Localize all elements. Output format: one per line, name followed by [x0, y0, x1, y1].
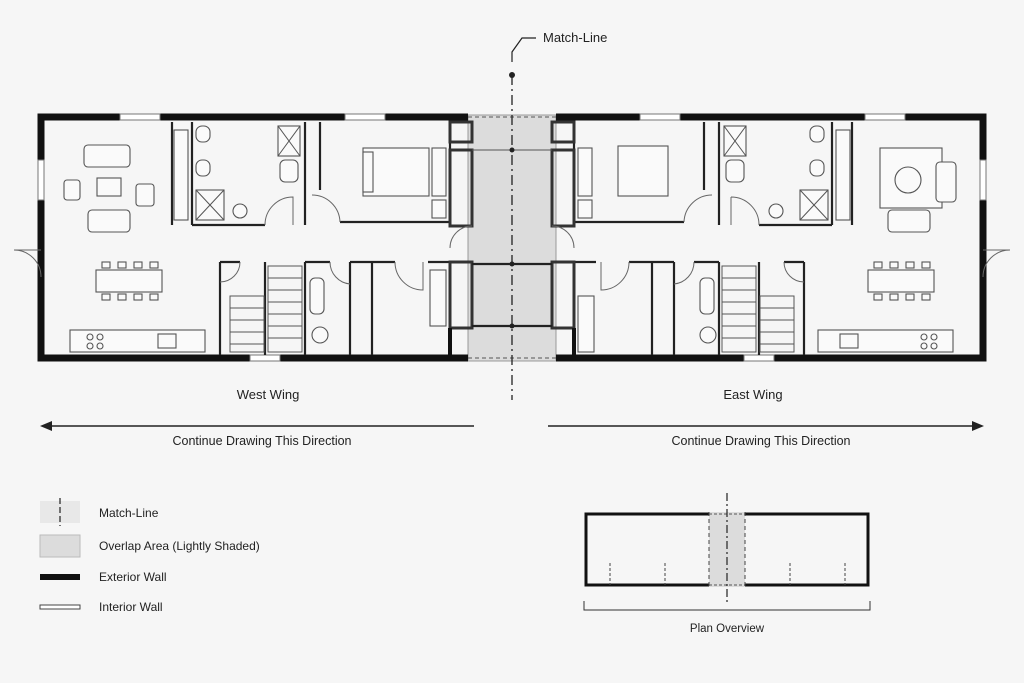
- plan-overview: [583, 493, 871, 611]
- west-direction-arrow: [40, 421, 474, 431]
- east-interior-doors: [600, 194, 805, 291]
- west-wing-label: West Wing: [237, 387, 300, 402]
- legend-item-overlap: Overlap Area (Lightly Shaded): [39, 534, 260, 558]
- legend-item-interior: Interior Wall: [39, 600, 163, 614]
- legend-label-overlap: Overlap Area (Lightly Shaded): [99, 539, 260, 553]
- east-wing-label: East Wing: [723, 387, 782, 402]
- legend-label-match-line: Match-Line: [99, 506, 159, 520]
- west-interior-doors: [219, 194, 424, 291]
- legend-label-interior: Interior Wall: [99, 600, 163, 614]
- plan-overview-label: Plan Overview: [690, 623, 765, 635]
- east-furniture: [577, 125, 957, 353]
- legend-item-exterior: Exterior Wall: [40, 570, 167, 584]
- east-arrow-label: Continue Drawing This Direction: [671, 434, 850, 448]
- match-line-label: Match-Line: [543, 30, 607, 45]
- west-interior-walls: [170, 122, 452, 355]
- west-furniture: [63, 125, 447, 353]
- exterior-doors: [13, 249, 1011, 278]
- match-line: [509, 37, 536, 400]
- east-direction-arrow: [548, 421, 984, 431]
- legend-item-match-line: Match-Line: [40, 498, 159, 526]
- east-interior-walls: [572, 122, 854, 355]
- legend-label-exterior: Exterior Wall: [99, 570, 167, 584]
- west-arrow-label: Continue Drawing This Direction: [172, 434, 351, 448]
- legend: Match-Line Overlap Area (Lightly Shaded)…: [39, 498, 260, 614]
- windows: [37, 113, 987, 362]
